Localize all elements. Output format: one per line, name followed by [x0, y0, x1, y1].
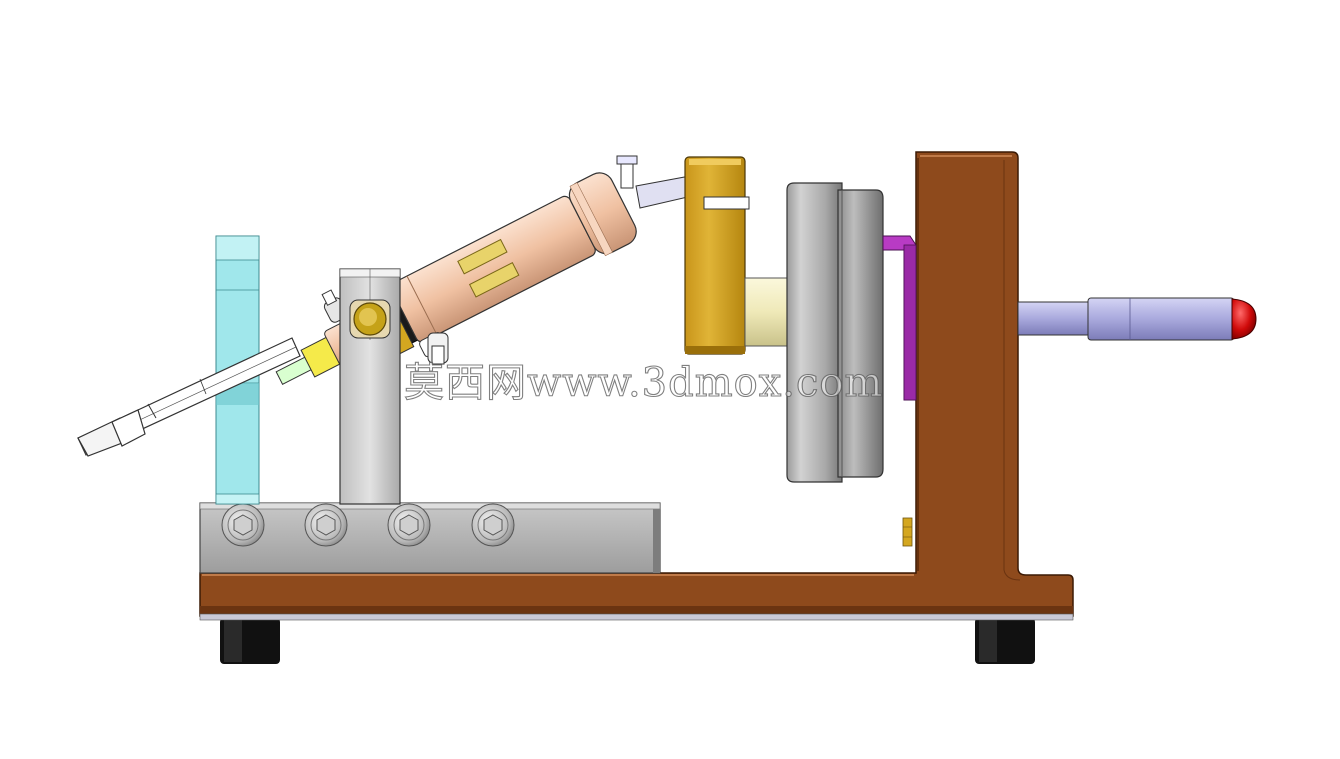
clamp-arm [77, 337, 301, 457]
socket-head-bolt-2 [304, 503, 348, 547]
set-screw [902, 517, 913, 547]
rubber-foot-right [975, 618, 1035, 664]
pivot-pin [349, 299, 391, 339]
spacer-plate [882, 235, 917, 401]
hub [744, 277, 788, 347]
piston-rod [616, 155, 693, 209]
watermark-text: 莫西网www.3dmox.com [404, 360, 883, 406]
socket-head-bolt-1 [221, 503, 265, 547]
rubber-foot-left [220, 618, 280, 664]
socket-head-bolt-3 [387, 503, 431, 547]
socket-head-bolt-4 [471, 503, 515, 547]
handle-knob [1231, 298, 1257, 340]
clamp-disc [786, 182, 884, 483]
base-frame [199, 151, 1074, 621]
air-fitting [427, 332, 449, 365]
clamp-bar [199, 502, 661, 574]
handle-rod [1017, 297, 1235, 341]
gold-block [684, 156, 750, 355]
